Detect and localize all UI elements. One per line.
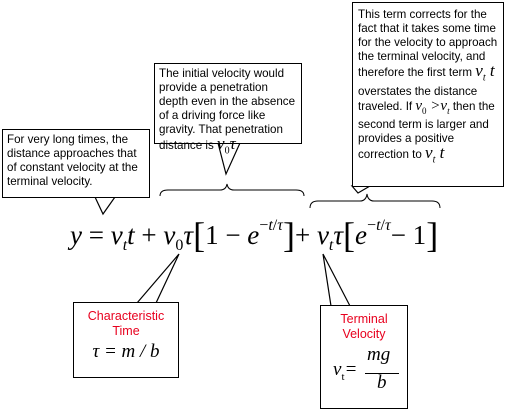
main-equation: y = vtt + v0τ[1 − e−t/τ]+ vtτ[e−t/τ− 1] <box>70 215 439 255</box>
characteristic-time-label-1: Characteristic <box>87 309 165 323</box>
callout-initial-velocity-text: The initial velocity would provide a pen… <box>159 67 296 152</box>
callout-correction-text-2: overstates the distance traveled. If <box>358 85 478 114</box>
callout-correction-text-3: then the second term is larger and provi… <box>358 100 495 162</box>
callout-long-times: For very long times, the distance approa… <box>2 129 150 198</box>
fraction-bar <box>365 373 399 374</box>
callout-characteristic-time: Characteristic Time τ = m / b <box>73 302 179 378</box>
callout-long-times-text: For very long times, the distance approa… <box>7 133 138 188</box>
brace-correction <box>309 193 441 209</box>
vt-t-symbol-2: vt t <box>425 143 445 166</box>
fraction-denominator: b <box>377 372 387 393</box>
brace-initial-velocity <box>159 183 305 197</box>
terminal-velocity-formula: vt= mg b <box>321 344 407 400</box>
callout-correction-text-1: This term corrects for the fact that it … <box>358 8 498 79</box>
v0-tau-symbol: v0τ <box>217 134 236 157</box>
callout-terminal-velocity: Terminal Velocity vt= mg b <box>320 305 408 409</box>
terminal-velocity-label-2: Velocity <box>342 327 386 341</box>
callout-correction: This term corrects for the fact that it … <box>352 2 504 187</box>
pointer-correction <box>350 185 373 194</box>
characteristic-time-formula: τ = m / b <box>92 341 160 362</box>
fraction-numerator: mg <box>367 344 391 365</box>
callout-initial-velocity: The initial velocity would provide a pen… <box>154 63 302 156</box>
terminal-velocity-label-1: Terminal <box>340 312 388 326</box>
characteristic-time-label-2: Time <box>112 324 140 338</box>
vt-t-symbol-1: vt t <box>475 61 495 84</box>
vt-symbol: vt= <box>333 359 358 383</box>
v0-gt-vt-symbol: v0 >vt <box>415 98 450 117</box>
